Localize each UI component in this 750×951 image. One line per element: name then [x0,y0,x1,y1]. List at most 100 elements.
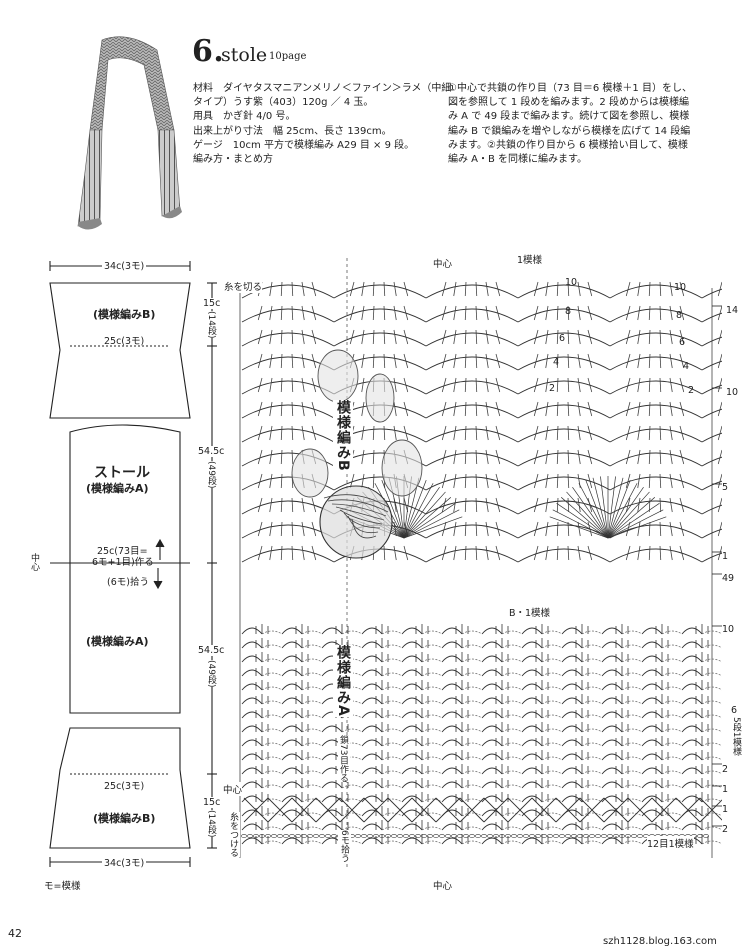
chart-stroke [269,353,273,369]
chart-stroke [561,767,583,775]
chart-stroke [517,452,611,467]
chart-stroke [659,425,662,441]
chart-stroke [556,473,559,489]
chart-stroke [461,630,483,635]
chart-stroke [381,700,403,705]
chart-stroke [641,641,663,649]
chart-stroke [533,401,539,417]
chart-stroke [567,401,570,417]
chart-stroke [501,700,523,705]
chart-stroke [567,497,570,513]
chart-stroke [339,797,365,823]
chart-stroke [621,714,643,719]
chart-stroke [621,742,643,747]
chart-stroke [529,834,535,838]
chart-stroke [291,305,294,321]
chart-stroke [403,487,440,539]
chart-stroke [659,377,662,393]
chart-stroke [561,795,583,803]
chart-stroke [601,655,623,663]
chart-stroke [381,658,403,663]
chart-stroke [281,795,303,803]
chart-stroke [567,449,570,465]
chart-stroke [701,336,722,347]
chart-stroke [581,756,603,761]
chart-stroke [261,630,283,635]
chart-stroke [495,521,501,537]
chart-stroke [403,281,409,297]
chart-stroke [609,452,703,467]
chart-stroke [421,826,443,831]
chart-stroke [669,497,673,513]
chart-stroke [439,834,445,838]
chart-stroke [441,473,447,489]
chart-stroke [269,377,273,393]
chart-stroke [269,449,273,465]
chart-stroke [453,521,457,537]
chart-stroke [669,353,673,369]
chart-stroke [669,281,673,297]
chart-stroke [409,834,415,838]
chart-stroke [335,506,385,521]
chart-stroke [372,305,375,321]
chart-stroke [579,797,605,823]
chart-stroke [621,700,643,705]
chart-stroke [393,545,397,561]
chart-stroke [464,425,467,441]
chart-stroke [441,739,463,747]
chart-stroke [641,781,663,789]
chart-stroke [669,425,673,441]
chart-stroke [501,770,523,775]
chart-stroke [257,401,263,417]
chart-stroke [561,627,583,635]
chart-stroke [601,669,623,677]
chart-stroke [577,545,581,561]
chart-stroke [577,449,581,465]
chart-stroke [341,728,363,733]
chart-stroke [701,552,722,563]
chart-stroke [681,767,703,775]
chart-stroke [577,521,581,537]
chart-stroke [441,425,447,441]
chart-stroke [475,834,481,838]
chart-stroke [581,728,603,733]
chart-stroke [253,834,259,838]
chart-stroke [699,797,722,823]
chart-stroke [581,840,603,845]
materials-block: 材料 ダイヤタスマニアンメリノ＜ファイン＞ラメ（中細 タイプ）うす紫（403）1… [193,82,451,167]
chart-stroke [461,756,483,761]
chart-stroke [393,329,397,345]
legend: モ=模様 [44,881,81,892]
chart-stroke [361,449,365,465]
chart-stroke [315,797,341,823]
chart-stroke [403,483,434,539]
chart-stroke [552,509,609,539]
chart-stroke [403,545,409,561]
chart-stroke [241,834,247,838]
chart-stroke [421,672,443,677]
chart-stroke [521,655,543,663]
chart-stroke [475,425,478,441]
chain-note: 鎖73目作る [338,735,350,783]
chart-stroke [641,697,663,705]
chart-stroke [517,476,611,491]
chart-stroke [361,697,383,705]
chart-stroke [461,798,483,803]
chart-stroke [301,353,305,369]
chart-stroke [517,524,611,539]
chart-stroke [401,725,423,733]
chart-stroke [581,812,603,817]
stole-title: ストール [94,465,150,481]
chart-stroke [501,756,523,761]
chart-stroke [587,281,593,297]
chart-stroke [401,823,423,831]
chart-stroke [415,834,421,838]
chart-stroke [381,714,403,719]
chart-stroke [441,449,447,465]
chart-stroke [341,812,363,817]
chart-stroke [521,753,543,761]
chart-stroke [403,503,456,539]
chart-stroke [517,548,611,563]
chart-stroke [675,797,701,823]
chart-stroke [241,739,263,747]
